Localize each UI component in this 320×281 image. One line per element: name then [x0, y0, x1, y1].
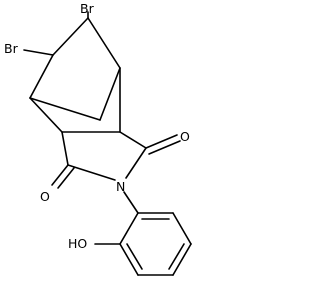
bond-bridge-left: [29, 97, 101, 121]
atom-o-upper: O: [180, 129, 190, 144]
bond-ar3-ar4: [172, 243, 192, 276]
bond-co-lower-o-2: [57, 167, 75, 189]
bond-co-upper-n: [125, 147, 147, 179]
bond-ar5-ar6: [119, 243, 139, 276]
bond-c6-br: [23, 49, 54, 56]
atom-br-top: Br: [80, 1, 95, 16]
bond-ar2-ar3: [172, 212, 192, 245]
bond-c3-co-upper: [119, 131, 147, 149]
bond-bridge-right: [99, 67, 121, 121]
bond-co-upper-o-1: [145, 134, 178, 149]
atom-br-left: Br: [4, 41, 19, 56]
bond-c4-c5: [29, 97, 63, 133]
bond-n-aryl: [123, 191, 139, 214]
atom-o-lower: O: [40, 189, 50, 204]
molecule-diagram: Br Br O O N HO: [4, 1, 192, 276]
bond-co-upper-o-2: [148, 140, 181, 155]
bond-c5-c6: [29, 54, 54, 99]
bond-ar6-ar1: [119, 212, 139, 245]
bond-co-lower-n: [67, 164, 116, 181]
structure-canvas: Br Br O O N HO: [4, 1, 192, 276]
bond-c4-co-lower: [61, 131, 69, 166]
bond-c1-c2: [87, 17, 121, 69]
bond-ar-inner-3: [126, 243, 143, 270]
atom-ho: HO: [68, 236, 87, 251]
bond-c6-c1: [52, 17, 89, 56]
bond-ar-inner-2: [168, 243, 185, 270]
bond-co-lower-o-1: [51, 164, 69, 186]
atom-n: N: [116, 179, 125, 194]
